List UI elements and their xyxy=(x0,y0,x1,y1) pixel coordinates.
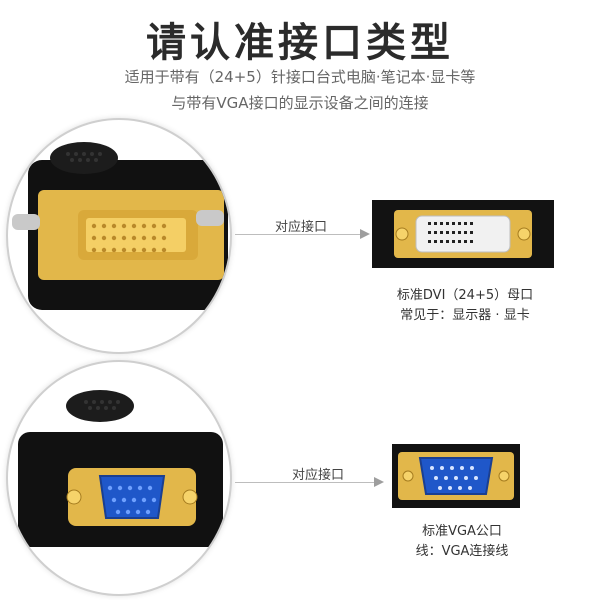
vga-arrow-head xyxy=(374,477,384,487)
vga-adapter-illustration xyxy=(18,390,223,547)
vga-male-port-illustration xyxy=(398,452,514,500)
vga-adapter-image xyxy=(6,360,232,596)
page-title: 请认准接口类型 xyxy=(146,20,454,66)
dvi-arrow-line xyxy=(235,234,361,235)
dvi-adapter-illustration xyxy=(12,142,228,310)
vga-caption-2: 线：VGA连接线 xyxy=(415,544,509,559)
vga-arrow-line xyxy=(235,482,375,483)
subtitle-line-1: 适用于带有（24+5）针接口台式电脑·笔记本·显卡等 xyxy=(124,68,476,86)
subtitle-line-2: 与带有VGA接口的显示设备之间的连接 xyxy=(171,94,429,112)
dvi-female-port xyxy=(372,200,554,268)
vga-male-port xyxy=(392,444,520,508)
vga-arrow-label: 对应接口 xyxy=(292,468,345,483)
dvi-adapter-image xyxy=(6,118,232,354)
dvi-arrow-head xyxy=(360,229,370,239)
dvi-arrow-label: 对应接口 xyxy=(275,220,328,235)
dvi-female-port-illustration xyxy=(394,210,532,258)
vga-caption-1: 标准VGA公口 xyxy=(422,524,502,539)
dvi-caption-2: 常见于：显示器 · 显卡 xyxy=(400,308,530,323)
dvi-caption-1: 标准DVI（24+5）母口 xyxy=(396,288,534,303)
